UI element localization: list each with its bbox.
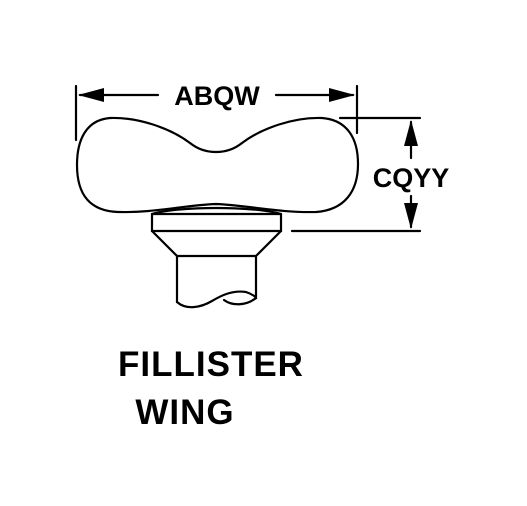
caption-line-2: WING bbox=[135, 393, 235, 432]
shank-break-lower-curve bbox=[222, 296, 258, 306]
chamfer-right bbox=[254, 229, 283, 258]
width-dimension-label: ABQW bbox=[174, 81, 260, 111]
width-arrow-left bbox=[78, 88, 104, 102]
shank-break-line bbox=[175, 290, 258, 309]
chamfer-left bbox=[150, 229, 179, 258]
wing-head-outline bbox=[75, 116, 360, 214]
height-arrow-top bbox=[404, 120, 418, 146]
height-arrow-bottom bbox=[404, 203, 418, 229]
caption-line-1: FILLISTER bbox=[118, 345, 304, 384]
collar-top-curve bbox=[150, 206, 283, 216]
width-arrow-right bbox=[329, 88, 355, 102]
height-dimension-label: CQYY bbox=[373, 163, 450, 193]
